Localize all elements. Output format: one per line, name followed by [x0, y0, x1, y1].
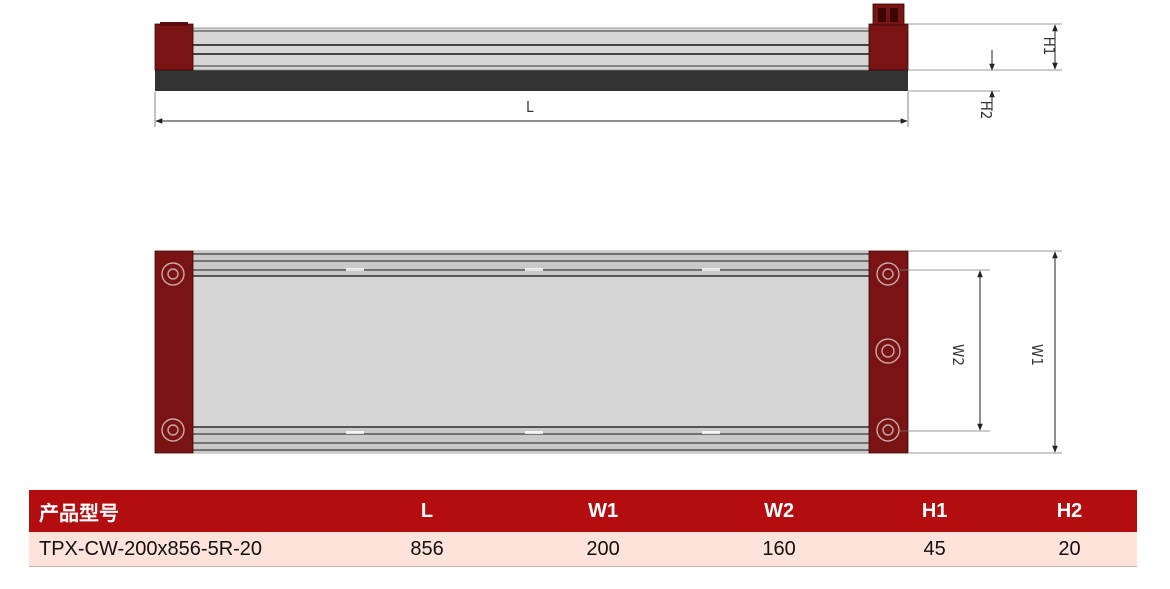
table-row: TPX-CW-200x856-5R-20 856 200 160 45 20 — [29, 532, 1137, 567]
dim-label-L: L — [526, 98, 534, 116]
header-model: 产品型号 — [29, 490, 339, 532]
screw-icon — [161, 262, 901, 442]
side-right-end-cap — [868, 23, 909, 71]
technical-drawing: L H1 H2 — [154, 3, 1062, 454]
dim-label-H2: H2 — [977, 101, 995, 120]
header-W2: W2 — [691, 490, 868, 532]
side-view: L H1 H2 — [154, 3, 1062, 127]
dim-label-W1: W1 — [1028, 344, 1046, 366]
header-H1: H1 — [867, 490, 1003, 532]
side-base-plate — [155, 70, 908, 91]
table-header-row: 产品型号 L W1 W2 H1 H2 — [29, 490, 1137, 532]
cell-W2: 160 — [691, 532, 868, 567]
top-right-end-cap — [868, 250, 909, 454]
spec-table: 产品型号 L W1 W2 H1 H2 TPX-CW-200x856-5R-20 … — [29, 490, 1137, 567]
cell-W1: 200 — [515, 532, 692, 567]
header-L: L — [339, 490, 516, 532]
top-view: W2 W1 — [154, 250, 1062, 454]
cell-model: TPX-CW-200x856-5R-20 — [29, 532, 339, 567]
cell-L: 856 — [339, 532, 516, 567]
header-W1: W1 — [515, 490, 692, 532]
connector-box — [872, 3, 905, 26]
cell-H1: 45 — [867, 532, 1003, 567]
dim-label-W2: W2 — [949, 344, 967, 366]
top-left-end-cap — [154, 250, 194, 454]
side-profile — [192, 27, 870, 71]
side-left-end-cap — [154, 23, 194, 71]
cell-H2: 20 — [1002, 532, 1137, 567]
dim-label-H1: H1 — [1040, 37, 1058, 56]
header-H2: H2 — [1002, 490, 1137, 532]
top-profile — [192, 250, 870, 454]
